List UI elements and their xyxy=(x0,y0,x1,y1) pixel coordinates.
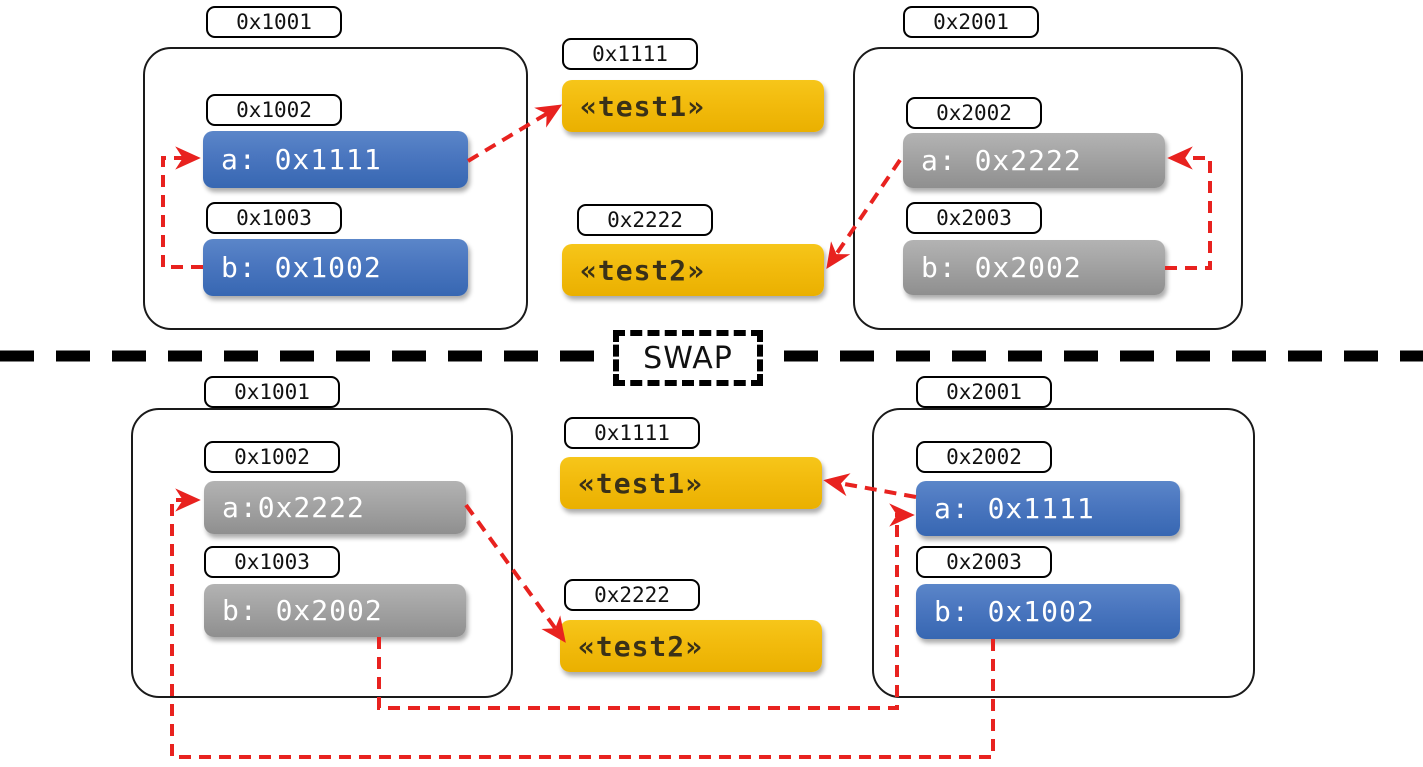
after-value-0: «test1» xyxy=(560,457,822,509)
before-left-cell-0-address: 0x1002 xyxy=(206,94,342,126)
before-left-frame-address: 0x1001 xyxy=(206,6,342,38)
after-value-0-address: 0x1111 xyxy=(564,417,700,449)
before-left-cell-0: a: 0x1111 xyxy=(203,131,468,188)
before-right-cell-1: b: 0x2002 xyxy=(903,240,1165,295)
before-right-frame-address: 0x2001 xyxy=(903,6,1039,38)
after-value-1-address: 0x2222 xyxy=(564,579,700,611)
before-value-0-address: 0x1111 xyxy=(562,38,698,70)
after-left-cell-0-address: 0x1002 xyxy=(204,441,340,473)
before-right-cell-1-address: 0x2003 xyxy=(906,202,1042,234)
after-right-cell-0: a: 0x1111 xyxy=(916,481,1180,536)
after-left-frame-address: 0x1001 xyxy=(204,376,340,408)
after-right-cell-1: b: 0x1002 xyxy=(916,584,1180,639)
after-left-cell-1: b: 0x2002 xyxy=(204,584,466,637)
after-left-cell-1-address: 0x1003 xyxy=(204,546,340,578)
after-value-1: «test2» xyxy=(560,620,822,672)
before-left-cell-1-address: 0x1003 xyxy=(206,202,342,234)
after-right-cell-1-address: 0x2003 xyxy=(916,546,1052,578)
before-right-cell-0-address: 0x2002 xyxy=(906,97,1042,129)
swap-label: SWAP xyxy=(613,330,763,386)
after-right-frame-address: 0x2001 xyxy=(916,376,1052,408)
before-value-1-address: 0x2222 xyxy=(577,204,713,236)
before-left-cell-1: b: 0x1002 xyxy=(203,239,468,296)
before-value-1: «test2» xyxy=(562,244,824,296)
after-left-cell-0: a:0x2222 xyxy=(204,481,466,534)
before-value-0: «test1» xyxy=(562,80,824,132)
before-right-cell-0: a: 0x2222 xyxy=(903,133,1165,188)
after-right-cell-0-address: 0x2002 xyxy=(916,441,1052,473)
